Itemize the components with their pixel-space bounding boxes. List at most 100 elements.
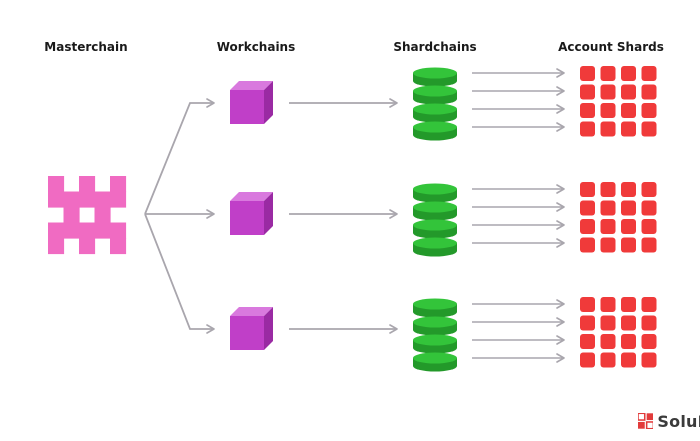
account-shard-cell (580, 237, 595, 253)
shard-disk-bottom (413, 227, 457, 239)
account-shard-cell (600, 315, 616, 331)
account-shard-grid-icon (580, 66, 657, 137)
shard-disk-bottom (413, 245, 457, 257)
account-shard-cell (600, 334, 616, 349)
shard-disk-top (413, 219, 457, 231)
account-shard-cell (621, 66, 636, 81)
workchain-cube-top (230, 81, 273, 90)
masterchain-pixel (79, 238, 96, 255)
account-shard-cell (641, 315, 657, 331)
masterchain-pixel (110, 238, 127, 255)
branch-arrow-1 (144, 98, 215, 215)
account-shard-cell (580, 200, 595, 216)
account-shard-cell (600, 182, 616, 197)
account-shard-cell (600, 103, 616, 118)
shard-disk-top (413, 67, 457, 79)
account-shard-grid-icon (580, 182, 657, 253)
account-shard-cell (580, 66, 595, 81)
account-shard-cell (580, 84, 595, 100)
account-shard-cell (641, 103, 657, 118)
heading-shardchains: Shardchains (393, 40, 477, 54)
account-shard-cell (641, 66, 657, 81)
workchain-cube-top (230, 307, 273, 316)
account-shard-cell (621, 237, 636, 253)
workchain-cube-icon (230, 81, 273, 124)
shard-disk-top (413, 103, 457, 115)
account-shard-cell (580, 219, 595, 234)
masterchain-pixel (48, 238, 65, 255)
heading-masterchain: Masterchain (44, 40, 128, 54)
masterchain-pixel (63, 191, 80, 208)
shard-disk-top (413, 352, 457, 364)
account-shard-cell (580, 334, 595, 349)
shard-disk-top (413, 121, 457, 133)
masterchain-pixel (94, 191, 111, 208)
shardchain-stack-icon (413, 67, 457, 141)
account-shard-cell (580, 297, 595, 312)
workchain-cube-side (264, 307, 273, 350)
account-shard-cell (600, 121, 616, 137)
account-shards-group (580, 66, 657, 368)
shardchain-stack-icon (413, 183, 457, 257)
account-shard-cell (621, 219, 636, 234)
workchain-cube-side (264, 192, 273, 235)
shard-disk-top (413, 183, 457, 195)
account-shard-cell (580, 121, 595, 137)
shard-disk-bottom (413, 306, 457, 318)
shard-disk-bottom (413, 191, 457, 203)
account-shard-cell (621, 121, 636, 137)
masterchain-pixel (63, 207, 80, 224)
masterchain-pixel (63, 222, 80, 239)
solulab-logo-icon (638, 413, 654, 429)
account-shard-cell (641, 84, 657, 100)
account-shard-cell (580, 182, 595, 197)
masterchain-pixel (94, 222, 111, 239)
masterchain-pixel (79, 176, 96, 193)
masterchain-pixel (110, 222, 127, 239)
account-shard-cell (621, 103, 636, 118)
shard-disk-bottom (413, 342, 457, 354)
shard-disk-top (413, 298, 457, 310)
shard-disk-bottom (413, 75, 457, 87)
workchains-group (230, 81, 398, 350)
workchain-cube-top (230, 192, 273, 201)
account-shard-cell (580, 352, 595, 368)
masterchain-pixel (94, 207, 111, 224)
workchain-cube-side (264, 81, 273, 124)
masterchain-branches (144, 98, 215, 334)
account-shard-cell (641, 297, 657, 312)
account-shard-cell (621, 297, 636, 312)
account-shard-cell (580, 315, 595, 331)
account-shard-cell (621, 200, 636, 216)
account-shard-cell (641, 121, 657, 137)
shard-disk-top (413, 85, 457, 97)
account-shard-cell (621, 84, 636, 100)
account-shard-cell (580, 103, 595, 118)
account-shard-cell (641, 334, 657, 349)
masterchain-pixel (79, 222, 96, 239)
account-shard-cell (600, 297, 616, 312)
masterchain-icon (48, 176, 127, 255)
masterchain-pixel (79, 191, 96, 208)
workchain-cube-front (230, 90, 264, 124)
branch-arrow-3 (144, 213, 215, 334)
account-shard-grid-icon (580, 297, 657, 368)
account-shard-cell (621, 315, 636, 331)
workchain-cube-icon (230, 307, 273, 350)
workchain-cube-front (230, 316, 264, 350)
account-shard-cell (641, 200, 657, 216)
account-shard-cell (641, 182, 657, 197)
masterchain-pixel (48, 176, 65, 193)
brand-logo: SoluL (638, 411, 700, 431)
shard-disk-bottom (413, 93, 457, 105)
account-shard-cell (641, 352, 657, 368)
account-shard-cell (600, 200, 616, 216)
shardchain-stack-icon (413, 298, 457, 372)
shard-disk-top (413, 201, 457, 213)
heading-account-shards: Account Shards (558, 40, 664, 54)
account-shard-cell (600, 84, 616, 100)
account-shard-cell (621, 334, 636, 349)
shard-disk-top (413, 316, 457, 328)
